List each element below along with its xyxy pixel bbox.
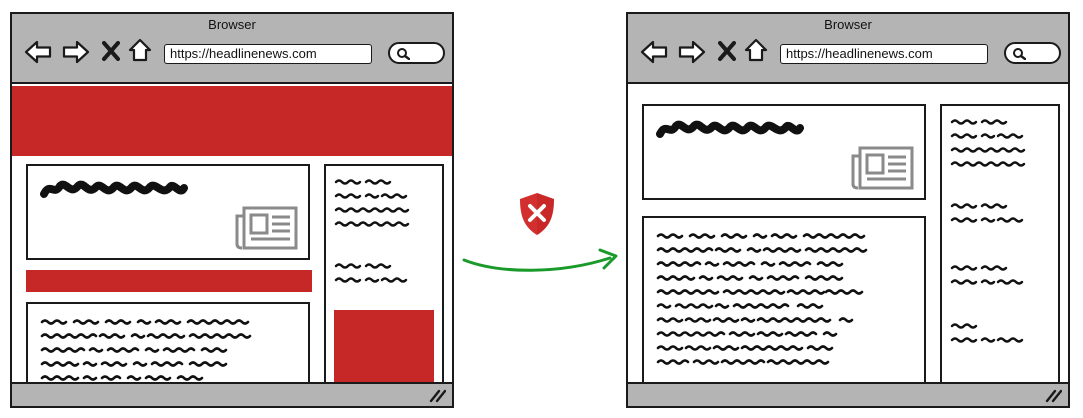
sidebar-text-scribble (950, 119, 1026, 167)
close-x-icon[interactable] (718, 41, 736, 61)
address-bar[interactable]: https://headlinenews.com (780, 44, 988, 64)
transition-arrow-icon (462, 248, 618, 272)
headline-scribble (40, 180, 188, 198)
close-x-icon[interactable] (102, 41, 120, 61)
sidebar-text-scribble (334, 179, 410, 227)
forward-arrow-icon[interactable] (62, 40, 90, 64)
browser-titlebar: Browser https://headlinenews.com (12, 14, 452, 84)
resize-grip-icon[interactable] (428, 389, 446, 403)
browser-statusbar (628, 382, 1068, 406)
browser-title: Browser (824, 17, 872, 32)
sidebar (940, 104, 1060, 384)
forward-arrow-icon[interactable] (678, 40, 706, 64)
newspaper-icon (851, 146, 914, 190)
sidebar-text-scribble (950, 323, 1024, 343)
ad-block-shield-icon (520, 193, 554, 235)
headline-card (26, 164, 310, 260)
article-text-scribble (656, 233, 868, 365)
sidebar-text-scribble (950, 265, 1024, 285)
headline-card (642, 104, 926, 200)
search-field[interactable] (1004, 42, 1061, 64)
resize-grip-icon[interactable] (1044, 389, 1062, 403)
sidebar (324, 164, 444, 400)
browser-statusbar (12, 382, 452, 406)
headline-scribble (656, 120, 804, 138)
sidebar-text-scribble (950, 203, 1024, 223)
search-field[interactable] (388, 42, 445, 64)
newspaper-icon (235, 206, 298, 250)
back-arrow-icon[interactable] (24, 40, 52, 64)
home-icon[interactable] (128, 38, 152, 62)
article-text-scribble (40, 319, 252, 381)
browser-title: Browser (208, 17, 256, 32)
address-bar[interactable]: https://headlinenews.com (164, 44, 372, 64)
browser-titlebar: Browser https://headlinenews.com (628, 14, 1068, 84)
browser-window-with-ads: Browser https://headlinenews.com (10, 12, 454, 408)
sidebar-text-scribble (334, 263, 408, 283)
banner-ad (12, 86, 452, 156)
home-icon[interactable] (744, 38, 768, 62)
inline-ad (26, 270, 312, 292)
search-magnifier-icon (397, 48, 410, 60)
article-card (642, 216, 926, 384)
back-arrow-icon[interactable] (640, 40, 668, 64)
browser-window-ads-blocked: Browser https://headlinenews.com (626, 12, 1070, 408)
search-magnifier-icon (1013, 48, 1026, 60)
